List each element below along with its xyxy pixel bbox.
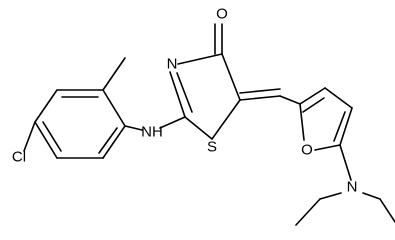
bond [211, 99, 241, 140]
bond [221, 53, 241, 101]
bond [102, 89, 126, 127]
bond [339, 107, 353, 146]
bond [42, 121, 62, 152]
bond [279, 95, 301, 105]
bonds [23, 23, 395, 226]
bond [302, 97, 325, 113]
bond [124, 125, 143, 131]
bond [102, 57, 126, 91]
atom-label-sulfur: S [207, 139, 217, 156]
bond [379, 198, 395, 223]
bond [159, 116, 186, 129]
bond [333, 111, 346, 142]
bond [177, 53, 223, 65]
structure-canvas: O N S NH Cl O N [12, 6, 395, 226]
bond [314, 144, 341, 151]
atom-labels: O N S NH Cl O N [12, 6, 358, 196]
bond [239, 88, 281, 94]
bond [34, 121, 58, 159]
bond [23, 121, 36, 152]
atom-label-oxygen-furan: O [301, 142, 313, 159]
bond [299, 103, 305, 141]
bond [299, 87, 326, 105]
atom-label-nitrogen-diethyl: N [347, 179, 358, 196]
bond [295, 198, 321, 226]
atom-label-nitrogen-ring: N [167, 56, 178, 73]
molecule-drawing: O N S NH Cl O N [12, 6, 395, 226]
atom-label-amine: NH [141, 124, 163, 141]
bond [102, 125, 126, 159]
bond [169, 71, 186, 118]
bond [176, 72, 193, 113]
bond [339, 144, 352, 181]
bond [362, 192, 381, 200]
bond [184, 116, 213, 140]
bond [34, 89, 58, 123]
bond [98, 127, 118, 154]
bond [239, 95, 281, 101]
atom-label-oxygen-carbonyl: O [216, 6, 228, 23]
bond [324, 87, 353, 109]
bond [319, 192, 342, 200]
atom-label-chlorine: Cl [12, 149, 26, 166]
